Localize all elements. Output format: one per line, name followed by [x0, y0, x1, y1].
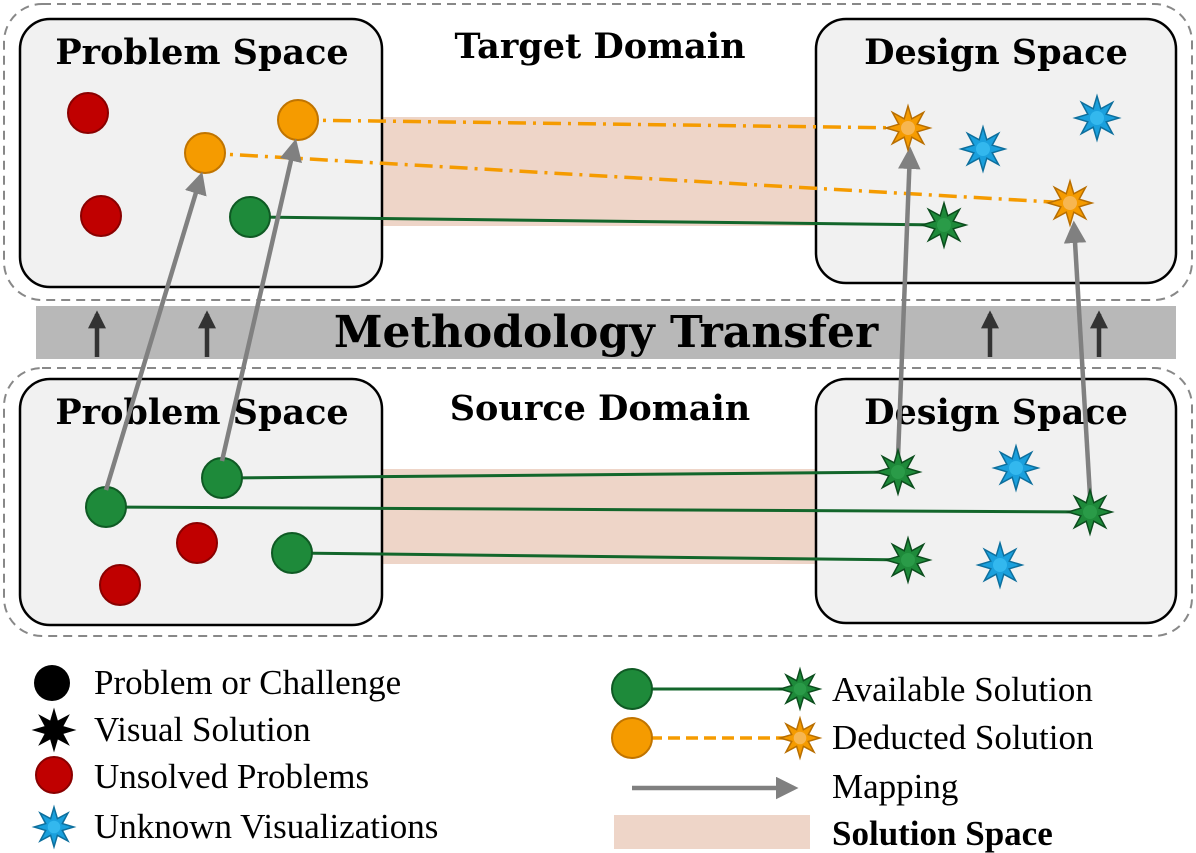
legend-green-star [777, 666, 823, 712]
available-solution-star [873, 447, 923, 497]
available-solution-link [105, 505, 1091, 514]
legend-unsolved-label: Unsolved Problems [94, 757, 369, 796]
legend-blue-star [31, 804, 77, 850]
unknown-visualization-star [1072, 93, 1122, 143]
unknown-visualization-star [975, 540, 1025, 590]
target-design-space-label: Design Space [864, 32, 1128, 73]
legend-deducted-star [777, 715, 823, 761]
legend-mapping-label: Mapping [832, 767, 958, 806]
available-solution-link [249, 215, 945, 227]
source-domain-title: Source Domain [450, 388, 750, 429]
legend-available-marker [611, 668, 653, 710]
legend-problem-label: Problem or Challenge [94, 663, 401, 702]
mapping-arrows [103, 138, 1093, 497]
source-problem-space-label: Problem Space [55, 392, 348, 433]
legend-unknown-marker [31, 804, 77, 850]
source-design-space-label: Design Space [864, 392, 1128, 433]
legend-visual-solution-label: Visual Solution [94, 710, 311, 749]
legend: Problem or Challenge Visual Solution Uns… [31, 663, 1094, 853]
target-problem-space-label: Problem Space [55, 32, 348, 73]
mapping-arrow [103, 171, 207, 491]
legend-deducted-marker [611, 717, 653, 759]
methodology-transfer-label: Methodology Transfer [334, 307, 879, 358]
mapping-arrow [895, 146, 921, 458]
transfer-arrows [88, 310, 1108, 357]
source-solution-space [378, 469, 820, 564]
legend-orange-star [777, 715, 823, 761]
target-domain-outline [3, 3, 1193, 301]
legend-visual-solution-marker [31, 707, 77, 753]
deducted-problem-node [277, 99, 319, 141]
available-problem-node [201, 457, 243, 499]
available-solution-star [883, 535, 933, 585]
target-domain-title: Target Domain [454, 26, 745, 67]
legend-solution-space-label: Solution Space [832, 814, 1053, 853]
mapping-arrow [219, 138, 302, 462]
legend-problem-marker [34, 665, 70, 701]
legend-deducted-label: Deducted Solution [832, 718, 1094, 757]
available-solution-star [919, 200, 969, 250]
source-domain-outline [3, 367, 1193, 637]
deducted-solution-link [204, 151, 1071, 205]
deducted-solution-star [1045, 178, 1095, 228]
unsolved-problem-node [67, 92, 109, 134]
deducted-solution-star [883, 103, 933, 153]
available-solution-link [291, 551, 909, 562]
star-nodes [873, 93, 1122, 590]
legend-solution-space-swatch [614, 815, 810, 849]
legend-unknown-label: Unknown Visualizations [94, 807, 438, 846]
legend-available-star [777, 666, 823, 712]
available-problem-node [229, 196, 271, 238]
legend-unsolved-marker [35, 756, 73, 794]
unknown-visualization-star [991, 443, 1041, 493]
available-problem-node [85, 486, 127, 528]
unsolved-problem-node [99, 564, 141, 606]
unsolved-problem-node [80, 195, 122, 237]
available-problem-node [271, 532, 313, 574]
unsolved-problem-node [176, 522, 218, 564]
unknown-visualization-star [958, 124, 1008, 174]
deducted-solution-link [297, 118, 909, 130]
available-solution-link [221, 470, 899, 480]
mapping-arrow [1063, 220, 1093, 497]
deducted-problem-node [184, 132, 226, 174]
target-solution-space [378, 117, 820, 226]
legend-black-star [31, 707, 77, 753]
legend-available-label: Available Solution [832, 670, 1093, 709]
available-solution-star [1065, 487, 1115, 537]
